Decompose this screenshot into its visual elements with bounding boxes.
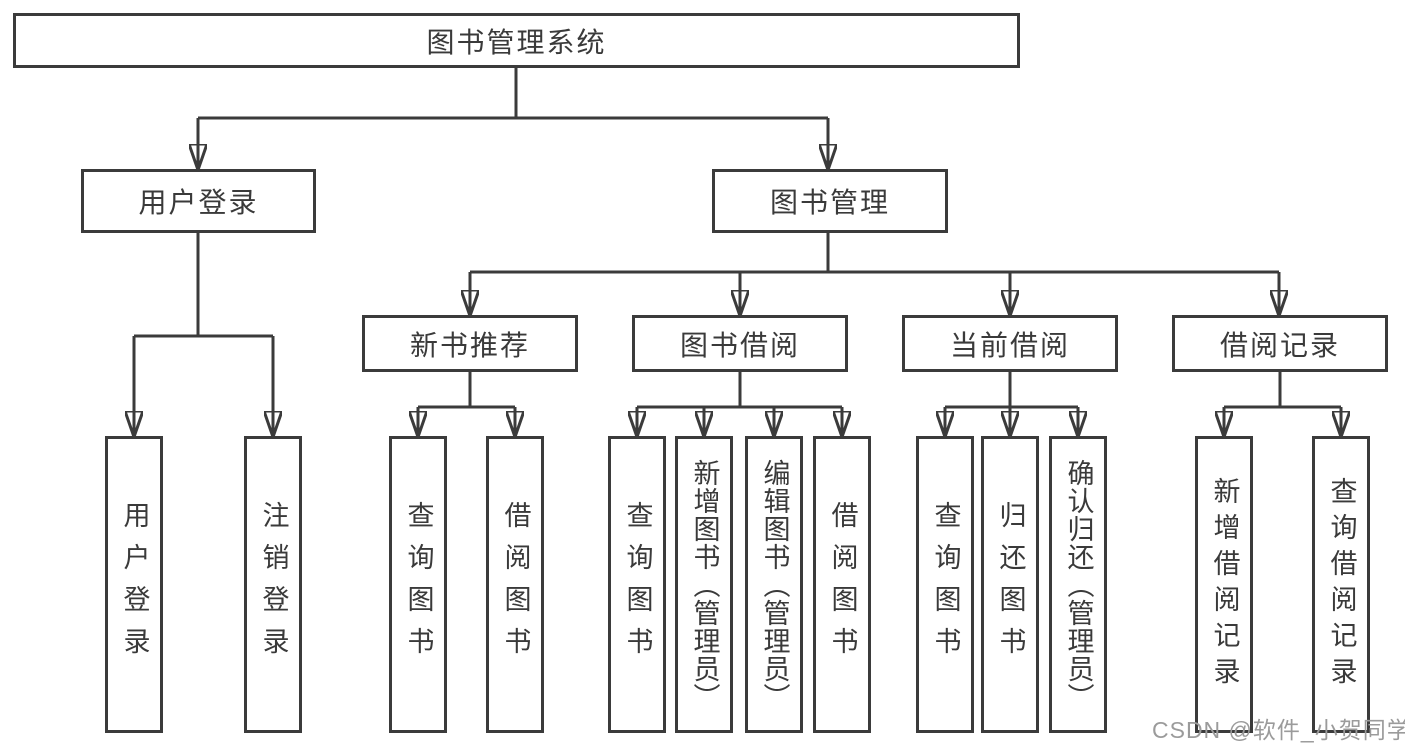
node-book-borrowing: 图书借阅 (632, 315, 848, 372)
csdn-watermark: CSDN @软件_小贺同学 (1152, 717, 1405, 743)
leaf-label: 新增借阅记录 (1209, 476, 1240, 693)
leaf-query-books-recommend: 查询图书 (389, 436, 447, 733)
leaf-add-book-admin: 新增图书（管理员） (675, 436, 733, 733)
leaf-label: 编辑图书（管理员） (759, 458, 790, 711)
leaf-label: 确认归还（管理员） (1063, 458, 1094, 711)
leaf-label: 查询借阅记录 (1326, 476, 1357, 693)
leaf-edit-book-admin: 编辑图书（管理员） (745, 436, 803, 733)
leaf-label: 注销登录 (258, 500, 289, 669)
leaf-user-login: 用户登录 (105, 436, 163, 733)
node-book-management: 图书管理 (712, 169, 948, 233)
leaf-query-borrow-record: 查询借阅记录 (1312, 436, 1370, 733)
leaf-query-books-borrow: 查询图书 (608, 436, 666, 733)
leaf-label: 查询图书 (403, 500, 434, 669)
leaf-label: 查询图书 (930, 500, 961, 669)
node-user-login: 用户登录 (81, 169, 316, 233)
leaf-borrow-books-recommend: 借阅图书 (486, 436, 544, 733)
leaf-query-books-current: 查询图书 (916, 436, 974, 733)
node-borrowing-records: 借阅记录 (1172, 315, 1388, 372)
leaf-return-book: 归还图书 (981, 436, 1039, 733)
node-current-borrowing: 当前借阅 (902, 315, 1118, 372)
leaf-logout: 注销登录 (244, 436, 302, 733)
node-library-management-system: 图书管理系统 (13, 13, 1020, 68)
leaf-label: 用户登录 (119, 500, 150, 669)
leaf-label: 归还图书 (995, 500, 1026, 669)
leaf-confirm-return-admin: 确认归还（管理员） (1049, 436, 1107, 733)
leaf-label: 新增图书（管理员） (689, 458, 720, 711)
leaf-label: 借阅图书 (500, 500, 531, 669)
leaf-add-borrow-record: 新增借阅记录 (1195, 436, 1253, 733)
node-new-book-recommendation: 新书推荐 (362, 315, 578, 372)
leaf-label: 查询图书 (622, 500, 653, 669)
leaf-borrow-books: 借阅图书 (813, 436, 871, 733)
leaf-label: 借阅图书 (827, 500, 858, 669)
